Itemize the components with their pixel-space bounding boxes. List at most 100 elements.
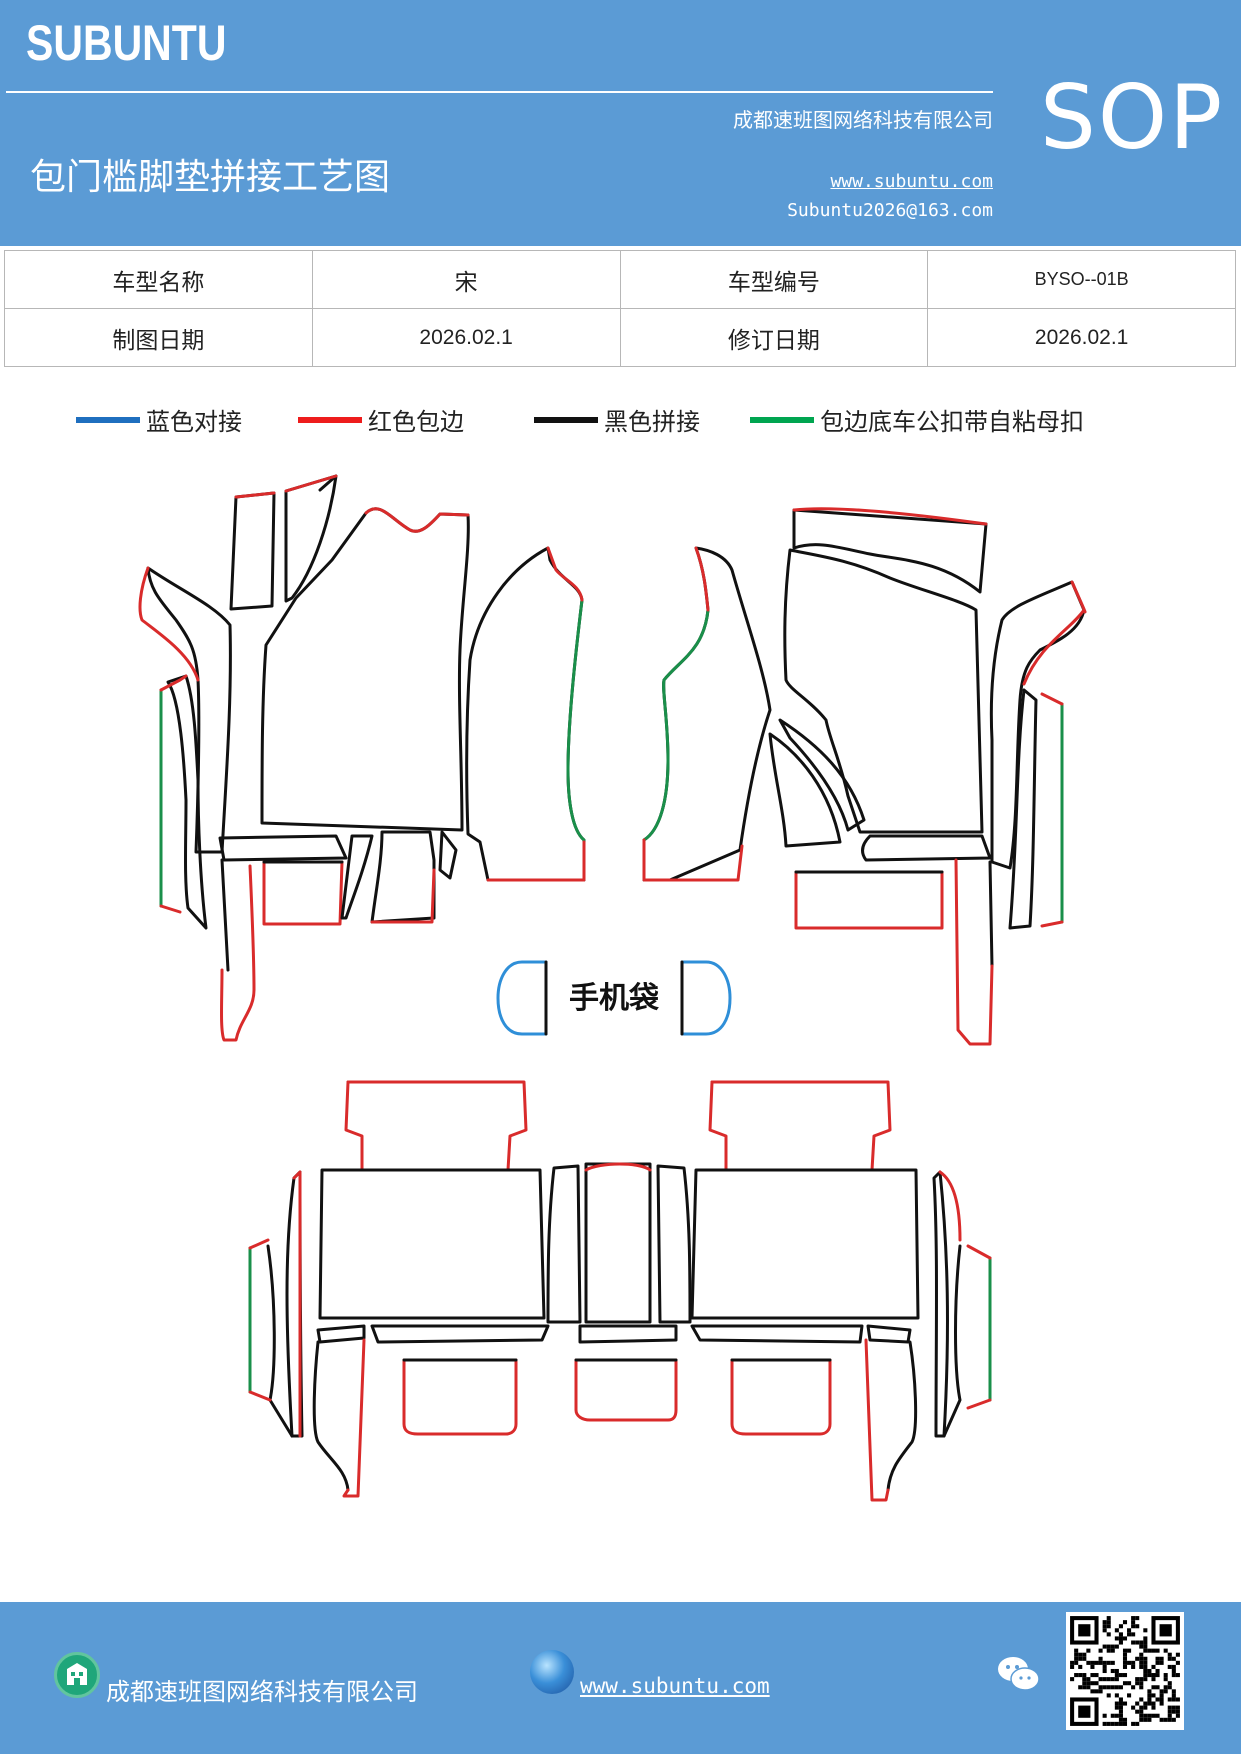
mat-edge <box>248 1390 272 1402</box>
rear-left-mat <box>248 1080 550 1498</box>
mat-piece <box>866 1324 912 1344</box>
footer-website-link[interactable]: www.subuntu.com <box>580 1674 770 1698</box>
mat-edge <box>234 491 276 499</box>
pocket-left-blue-edge <box>496 960 548 1036</box>
header-company: 成都速班图网络科技有限公司 <box>733 108 993 132</box>
mat-piece <box>220 858 230 972</box>
mat-piece <box>778 718 866 832</box>
mat-edge <box>710 1080 892 1172</box>
mat-edge <box>159 674 188 692</box>
mat-edge <box>344 1080 364 1172</box>
mat-edge <box>1022 580 1087 686</box>
mat-edge <box>954 858 994 1046</box>
mat-piece <box>312 1340 350 1492</box>
label-revise-date: 修订日期 <box>619 308 929 367</box>
mat-piece <box>318 1168 546 1320</box>
mat-edge <box>346 1080 528 1172</box>
qr-code <box>1066 1612 1184 1730</box>
mat-piece <box>988 860 994 968</box>
legend-item-green: 包边底车公扣带自粘母扣 <box>750 402 1084 437</box>
mat-edge <box>694 546 710 612</box>
mat-piece <box>316 1324 366 1344</box>
mat-edge <box>546 546 584 602</box>
color-legend: 蓝色对接 红色包边 黑色拼接 包边底车公扣带自粘母扣 <box>0 402 1241 438</box>
mat-edge <box>486 840 586 882</box>
mat-edge <box>574 1358 678 1422</box>
mat-piece <box>768 732 842 848</box>
globe-icon <box>530 1650 574 1694</box>
mat-edge <box>584 1162 652 1172</box>
mat-piece <box>932 1170 949 1438</box>
header-email: Subuntu2026@163.com <box>787 200 993 221</box>
mat-edge <box>220 864 256 1042</box>
mat-edge <box>364 507 470 533</box>
label-model-name: 车型名称 <box>4 250 313 309</box>
value-draw-date: 2026.02.1 <box>311 308 621 367</box>
mat-piece <box>584 1162 652 1324</box>
legend-label: 红色包边 <box>368 408 464 436</box>
front-left-mat <box>138 474 586 1042</box>
legend-label: 蓝色对接 <box>146 408 242 436</box>
legend-label: 包边底车公扣带自粘母扣 <box>820 408 1084 436</box>
mat-piece <box>146 566 232 854</box>
pocket-right-blue-edge <box>680 960 732 1036</box>
mat-piece <box>438 830 458 880</box>
mat-edge <box>1040 920 1064 928</box>
sop-badge: SOP <box>1040 66 1225 169</box>
page-header: SUBUNTU 成都速班图网络科技有限公司 包门槛脚垫拼接工艺图 www.sub… <box>0 0 1241 246</box>
mat-edge <box>292 1170 302 1438</box>
mat-edge <box>864 1338 890 1502</box>
mat-edge <box>966 1244 992 1260</box>
value-model-code: BYSO--01B <box>927 250 1236 309</box>
rear-center-mat <box>546 1162 692 1422</box>
mat-edge <box>566 598 586 842</box>
mat-piece <box>783 548 984 834</box>
mat-edge <box>138 566 200 682</box>
mat-piece <box>546 1164 582 1324</box>
mat-piece <box>340 834 374 920</box>
footer-company: 成都速班图网络科技有限公司 <box>106 1678 418 1706</box>
value-model-name: 宋 <box>311 250 621 309</box>
building-icon <box>54 1652 100 1698</box>
brand-logo: SUBUNTU <box>26 15 227 71</box>
mat-piece <box>370 1324 550 1344</box>
mat-edge <box>262 860 344 926</box>
mat-piece <box>229 491 276 611</box>
mat-edge <box>370 868 436 924</box>
label-model-code: 车型编号 <box>619 250 929 309</box>
mat-edge <box>1040 692 1064 706</box>
floor-mat-diagram: 手机袋 <box>0 440 1241 1594</box>
mat-edge <box>284 474 338 493</box>
mat-piece <box>792 508 988 594</box>
mat-edge <box>792 507 988 526</box>
legend-swatch-green <box>750 416 814 423</box>
mat-piece <box>370 830 436 924</box>
mat-edge <box>730 1358 832 1436</box>
legend-item-red: 红色包边 <box>298 402 464 437</box>
mat-piece <box>861 834 992 862</box>
legend-swatch-red <box>298 416 362 423</box>
mat-edge <box>642 838 744 882</box>
mat-piece <box>886 1340 918 1492</box>
front-right-mat <box>642 507 1087 1046</box>
mat-edge <box>248 1238 270 1250</box>
mat-piece <box>260 507 470 832</box>
mat-piece <box>465 546 586 882</box>
table-row: 制图日期 2026.02.1 修订日期 2026.02.1 <box>4 308 1236 367</box>
wechat-icon[interactable] <box>996 1654 1042 1694</box>
mat-piece <box>690 1168 920 1320</box>
mat-piece <box>218 834 348 862</box>
page-footer: 成都速班图网络科技有限公司 www.subuntu.com <box>0 1602 1241 1754</box>
header-website-link[interactable]: www.subuntu.com <box>830 171 993 192</box>
mat-piece <box>266 1244 294 1438</box>
mat-edge <box>794 870 944 930</box>
table-row: 车型名称 宋 车型编号 BYSO--01B <box>4 250 1236 309</box>
qr-code-pattern <box>1070 1616 1180 1726</box>
page-title: 包门槛脚垫拼接工艺图 <box>30 157 391 198</box>
mat-edge <box>938 1170 962 1242</box>
mat-edge <box>342 1338 366 1498</box>
label-draw-date: 制图日期 <box>4 308 313 367</box>
phone-pocket-label: 手机袋 <box>569 981 659 1016</box>
value-revise-date: 2026.02.1 <box>927 308 1236 367</box>
mat-edge <box>159 904 182 914</box>
